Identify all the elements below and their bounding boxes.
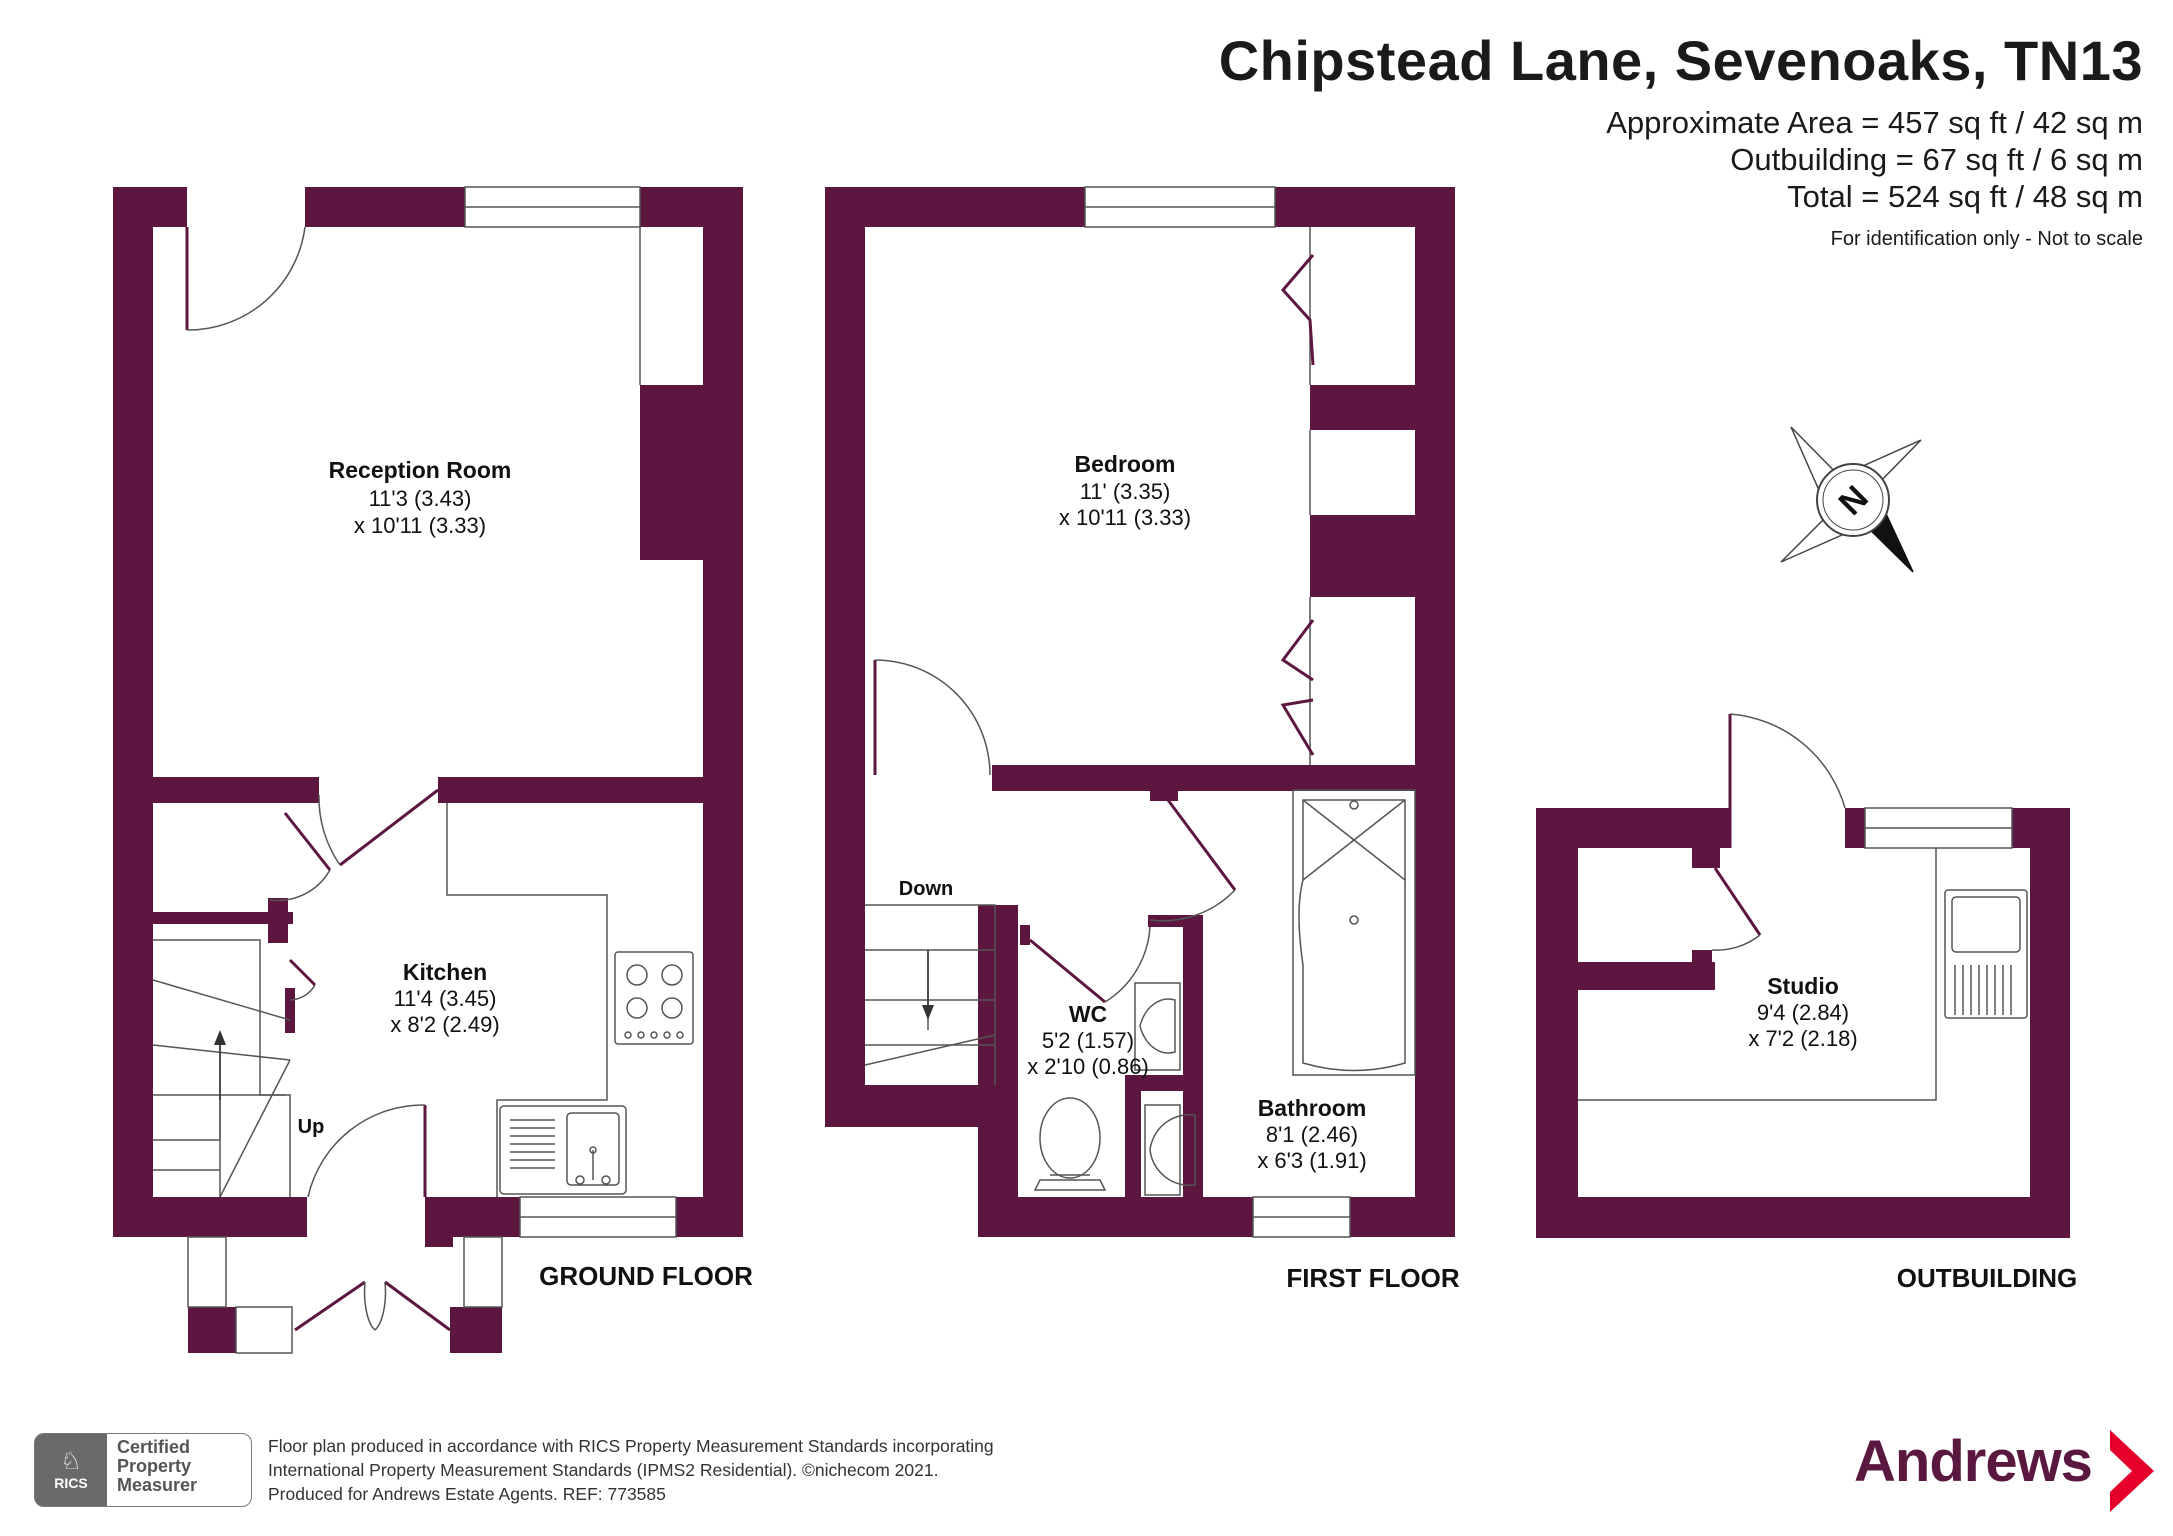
stairs-up-label: Up [298,1116,325,1138]
disclaimer: For identification only - Not to scale [1830,228,2143,250]
down-arrow-icon [922,1005,934,1020]
svg-text:x 10'11 (3.33): x 10'11 (3.33) [1059,505,1191,530]
svg-text:Bedroom: Bedroom [1075,451,1176,477]
fixtures [152,227,2028,1198]
first-floor-label: FIRST FLOOR [1286,1263,1460,1293]
svg-text:11'3 (3.43): 11'3 (3.43) [369,486,472,511]
svg-text:Reception Room: Reception Room [329,457,512,483]
svg-text:x 10'11 (3.33): x 10'11 (3.33) [354,513,486,538]
svg-text:Bathroom: Bathroom [1258,1095,1367,1121]
studio-label: Studio 9'4 (2.84) x 7'2 (2.18) [1748,973,1857,1051]
rics-badge-text: Certified Property Measurer [117,1437,198,1495]
svg-text:11' (3.35): 11' (3.35) [1080,479,1171,504]
svg-text:8'1 (2.46): 8'1 (2.46) [1266,1122,1358,1147]
rics-logo: ♘ RICS [35,1434,107,1506]
svg-text:x 6'3 (1.91): x 6'3 (1.91) [1257,1148,1366,1173]
svg-text:x 7'2 (2.18): x 7'2 (2.18) [1748,1026,1857,1051]
walls [113,187,2070,1353]
ground-floor-label: GROUND FLOOR [539,1261,753,1291]
svg-text:WC: WC [1069,1001,1107,1027]
brand-arrow-icon [2110,1430,2154,1512]
rics-crest-icon: ♘ [60,1448,82,1475]
svg-text:x 8'2 (2.49): x 8'2 (2.49) [390,1012,499,1037]
svg-text:Studio: Studio [1767,973,1839,999]
brand-logo: Andrews [1854,1429,2093,1494]
outbuilding-label: OUTBUILDING [1897,1263,2078,1293]
stair-arrows [214,950,934,1100]
reception-room-label: Reception Room 11'3 (3.43) x 10'11 (3.33… [329,457,512,538]
rics-certified-badge: ♘ RICS Certified Property Measurer [34,1433,252,1507]
bathroom-label: Bathroom 8'1 (2.46) x 6'3 (1.91) [1257,1095,1366,1173]
kitchen-label: Kitchen 11'4 (3.45) x 8'2 (2.49) [390,959,499,1037]
compass-icon: N [1780,426,1922,573]
svg-text:9'4 (2.84): 9'4 (2.84) [1757,1000,1849,1025]
property-title: Chipstead Lane, Sevenoaks, TN13 [1218,29,2143,92]
svg-text:Kitchen: Kitchen [403,959,487,985]
svg-text:5'2 (1.57): 5'2 (1.57) [1042,1028,1134,1053]
wc-label: WC 5'2 (1.57) x 2'10 (0.86) [1027,1001,1149,1079]
footer-notes: Floor plan produced in accordance with R… [268,1436,994,1504]
approximate-area: Approximate Area = 457 sq ft / 42 sq m [1606,105,2143,140]
outbuilding-area: Outbuilding = 67 sq ft / 6 sq m [1730,142,2143,177]
svg-text:x 2'10 (0.86): x 2'10 (0.86) [1027,1054,1149,1079]
bedroom-label: Bedroom 11' (3.35) x 10'11 (3.33) [1059,451,1191,530]
wall-outlines [187,186,2013,1354]
svg-text:11'4 (3.45): 11'4 (3.45) [394,986,497,1011]
up-arrow-icon [214,1030,226,1045]
doors [185,226,1846,1332]
stairs-down-label: Down [899,878,953,900]
total-area: Total = 524 sq ft / 48 sq m [1787,179,2143,214]
